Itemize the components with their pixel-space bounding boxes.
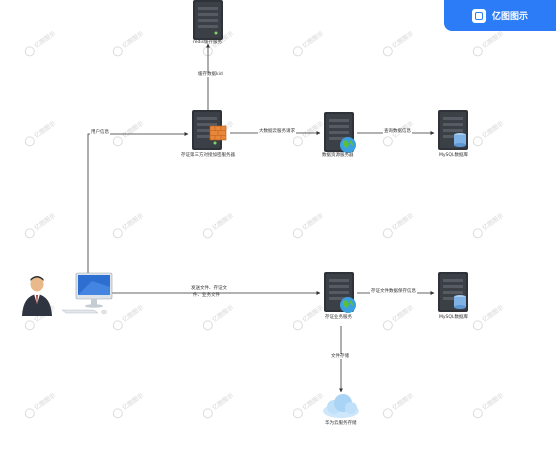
- edge-label-file-storage: 文件存储: [330, 354, 350, 360]
- server-with-firewall-icon[interactable]: [192, 110, 227, 150]
- redis-cache-server-icon[interactable]: [193, 0, 223, 40]
- data-service-server-icon[interactable]: [324, 112, 356, 153]
- brand-text: 亿图图示: [491, 12, 528, 22]
- brand-badge[interactable]: 亿图图示: [444, 0, 556, 31]
- third-party-server-label: 存证第三方对接加密服务器: [181, 153, 235, 158]
- edge-label-query-data: 查询数据信息: [383, 129, 412, 135]
- businessman-icon[interactable]: [22, 276, 52, 316]
- evidence-service-server-icon[interactable]: [324, 272, 356, 313]
- evidence-service-label: 存证业务服务: [325, 315, 352, 320]
- desktop-computer-icon[interactable]: [61, 272, 113, 314]
- cloud-storage-label: 华为云服务存储: [325, 421, 357, 426]
- mysql-top-label: MySQL数据库: [439, 153, 468, 158]
- edge-label-send-files-line1: 发送文件、存证文: [191, 286, 227, 291]
- edge-label-user-info: 用户信息: [90, 130, 110, 136]
- data-service-label: 数据资源服务器: [322, 153, 354, 158]
- edge-label-evidence-save: 存证文件数据保存信息: [370, 289, 417, 295]
- mysql-top-database-icon[interactable]: [438, 110, 468, 150]
- cloud-storage-icon[interactable]: [323, 394, 359, 418]
- redis-cache-label: redis缓存服务: [193, 40, 222, 45]
- edge-label-send-files-line2: 件、业务文件: [193, 293, 220, 298]
- mysql-bottom-database-icon[interactable]: [438, 272, 468, 312]
- edge-label-cache-kid: 缓存数据kid: [197, 72, 224, 78]
- mysql-bottom-label: MySQL数据库: [439, 315, 468, 320]
- edge-user-to-third-party: [87, 132, 189, 275]
- edraw-logo-icon: [471, 8, 486, 23]
- edge-label-bigdata-request: 大数据云服务请求: [258, 129, 296, 135]
